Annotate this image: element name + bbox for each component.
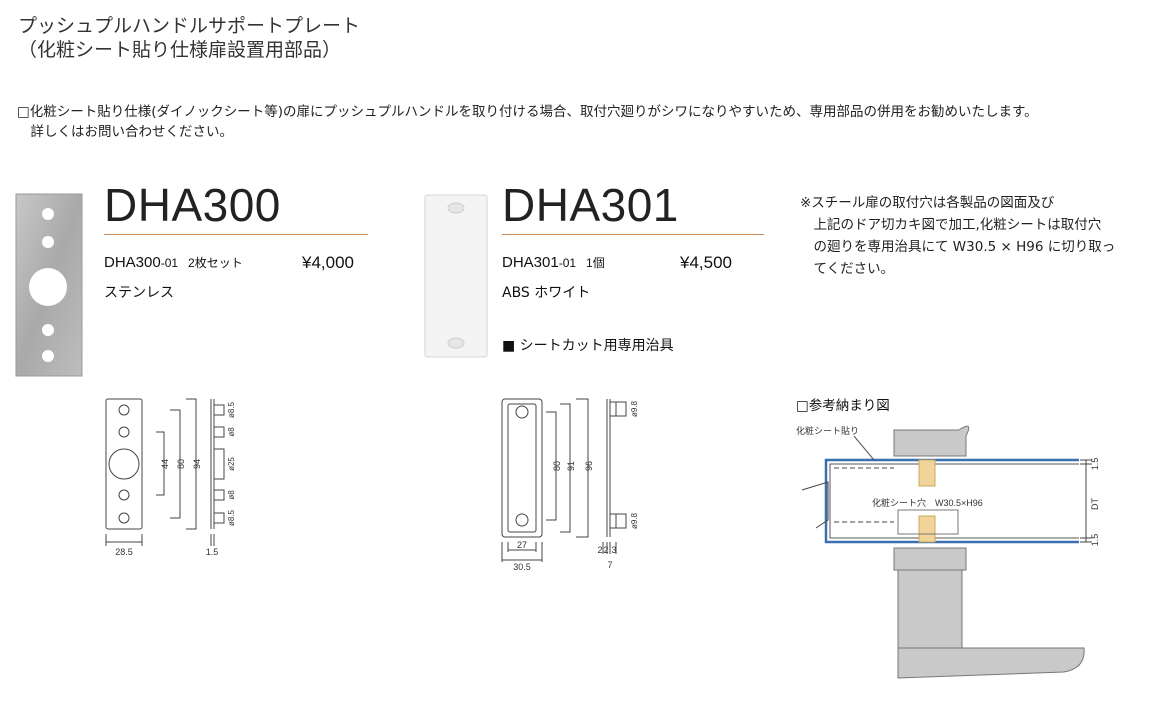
dha300-dim-d5: ø8.5 (227, 509, 236, 526)
dha300-qty: 2枚セット (188, 256, 243, 270)
dha301-qty: 1個 (586, 256, 605, 270)
title-line-2: （化粧シート貼り仕様扉設置用部品） (18, 39, 342, 61)
reference-hole-label: 化粧シート穴 W30.5×H96 (872, 497, 983, 508)
dha300-dim-d4: ø8 (227, 490, 236, 500)
installation-note: ※スチール扉の取付穴は各製品の図面及び 上記のドア切カキ図で加工,化粧シートは取… (800, 192, 1140, 280)
note-line-4: てください。 (800, 261, 895, 277)
dha300-dim-h3: 94 (192, 459, 202, 469)
intro-line-2: 詳しくはお問い合わせください。 (17, 124, 233, 140)
dha301-model: DHA301 (502, 179, 679, 231)
page-title: プッシュプルハンドルサポートプレート （化粧シート貼り仕様扉設置用部品） (18, 14, 360, 62)
note-line-1: ※スチール扉の取付穴は各製品の図面及び (800, 195, 1055, 211)
dha301-dim-w2: 30.5 (513, 562, 531, 572)
reference-dim-mid: DT (1090, 498, 1100, 510)
intro-line-1: □化粧シート貼り仕様(ダイノックシート等)の扉にプッシュプルハンドルを取り付ける… (17, 104, 1038, 120)
dha301-drawing: 80 91 96 ø9.8 ø9.8 27 30.5 2 2 3 7 (501, 398, 639, 572)
dha301-dim-h1: 80 (552, 461, 562, 471)
dha301-dim-s4: 7 (607, 560, 612, 570)
note-line-2: 上記のドア切カキ図で加工,化粧シートは取付穴 (800, 217, 1102, 233)
dha300-photo (15, 193, 83, 377)
dha301-code: DHA301-01 1個 (502, 254, 605, 271)
dha300-rule (104, 234, 368, 235)
reference-sheet-label: 化粧シート貼り (796, 425, 859, 436)
reference-caption: □参考納まり図 (796, 398, 890, 414)
dha301-dim-h2: 91 (566, 461, 576, 471)
reference-diagram: 化粧シート貼り 化粧シート穴 W30.5×H96 1.5 DT 1.5 (796, 425, 1100, 679)
dha301-material: ABS ホワイト (502, 285, 591, 301)
dha300-code: DHA300-01 2枚セット (104, 254, 243, 271)
dha300-dim-h2: 80 (176, 459, 186, 469)
dha300-drawing: 44 80 94 ø8.5 ø8 ø25 ø8 ø8.5 28.5 1.5 (105, 398, 236, 557)
dha300-price: ¥4,000 (302, 253, 354, 272)
title-line-1: プッシュプルハンドルサポートプレート (18, 15, 361, 37)
dha301-dim-s3: 3 (611, 545, 616, 555)
dha300-code-main: DHA300 (104, 254, 161, 271)
dha301-extra: ■ シートカット用専用治具 (502, 338, 674, 354)
reference-dim-bottom: 1.5 (1090, 534, 1100, 547)
dha300-dim-d2: ø8 (227, 427, 236, 437)
dha301-dim-s2: 2 (603, 545, 608, 555)
dha300-material: ステンレス (104, 285, 174, 301)
dha301-price: ¥4,500 (680, 253, 732, 272)
dha300-model: DHA300 (104, 179, 281, 231)
dha300-dim-d3: ø25 (227, 457, 236, 471)
dha301-dim-w1: 27 (517, 540, 527, 550)
dha300-dim-t: 1.5 (206, 547, 219, 557)
dha300-code-sub: -01 (160, 256, 179, 270)
reference-dim-top: 1.5 (1090, 458, 1100, 471)
dha300-dim-d1: ø8.5 (227, 401, 236, 418)
dha301-dim-h3: 96 (584, 461, 594, 471)
dha300-dim-h1: 44 (160, 459, 170, 469)
note-line-3: の廻りを専用治具にて W30.5 × H96 に切り取っ (800, 239, 1116, 255)
dha301-rule (502, 234, 764, 235)
dha301-code-main: DHA301 (502, 254, 559, 271)
dha301-dim-d2: ø9.8 (630, 512, 639, 529)
dha301-photo (424, 194, 488, 358)
dha300-dim-w: 28.5 (115, 547, 133, 557)
dha301-code-sub: -01 (558, 256, 577, 270)
intro-text: □化粧シート貼り仕様(ダイノックシート等)の扉にプッシュプルハンドルを取り付ける… (17, 102, 1147, 142)
dha301-dim-s1: 2 (597, 545, 602, 555)
dha301-dim-d1: ø9.8 (630, 400, 639, 417)
